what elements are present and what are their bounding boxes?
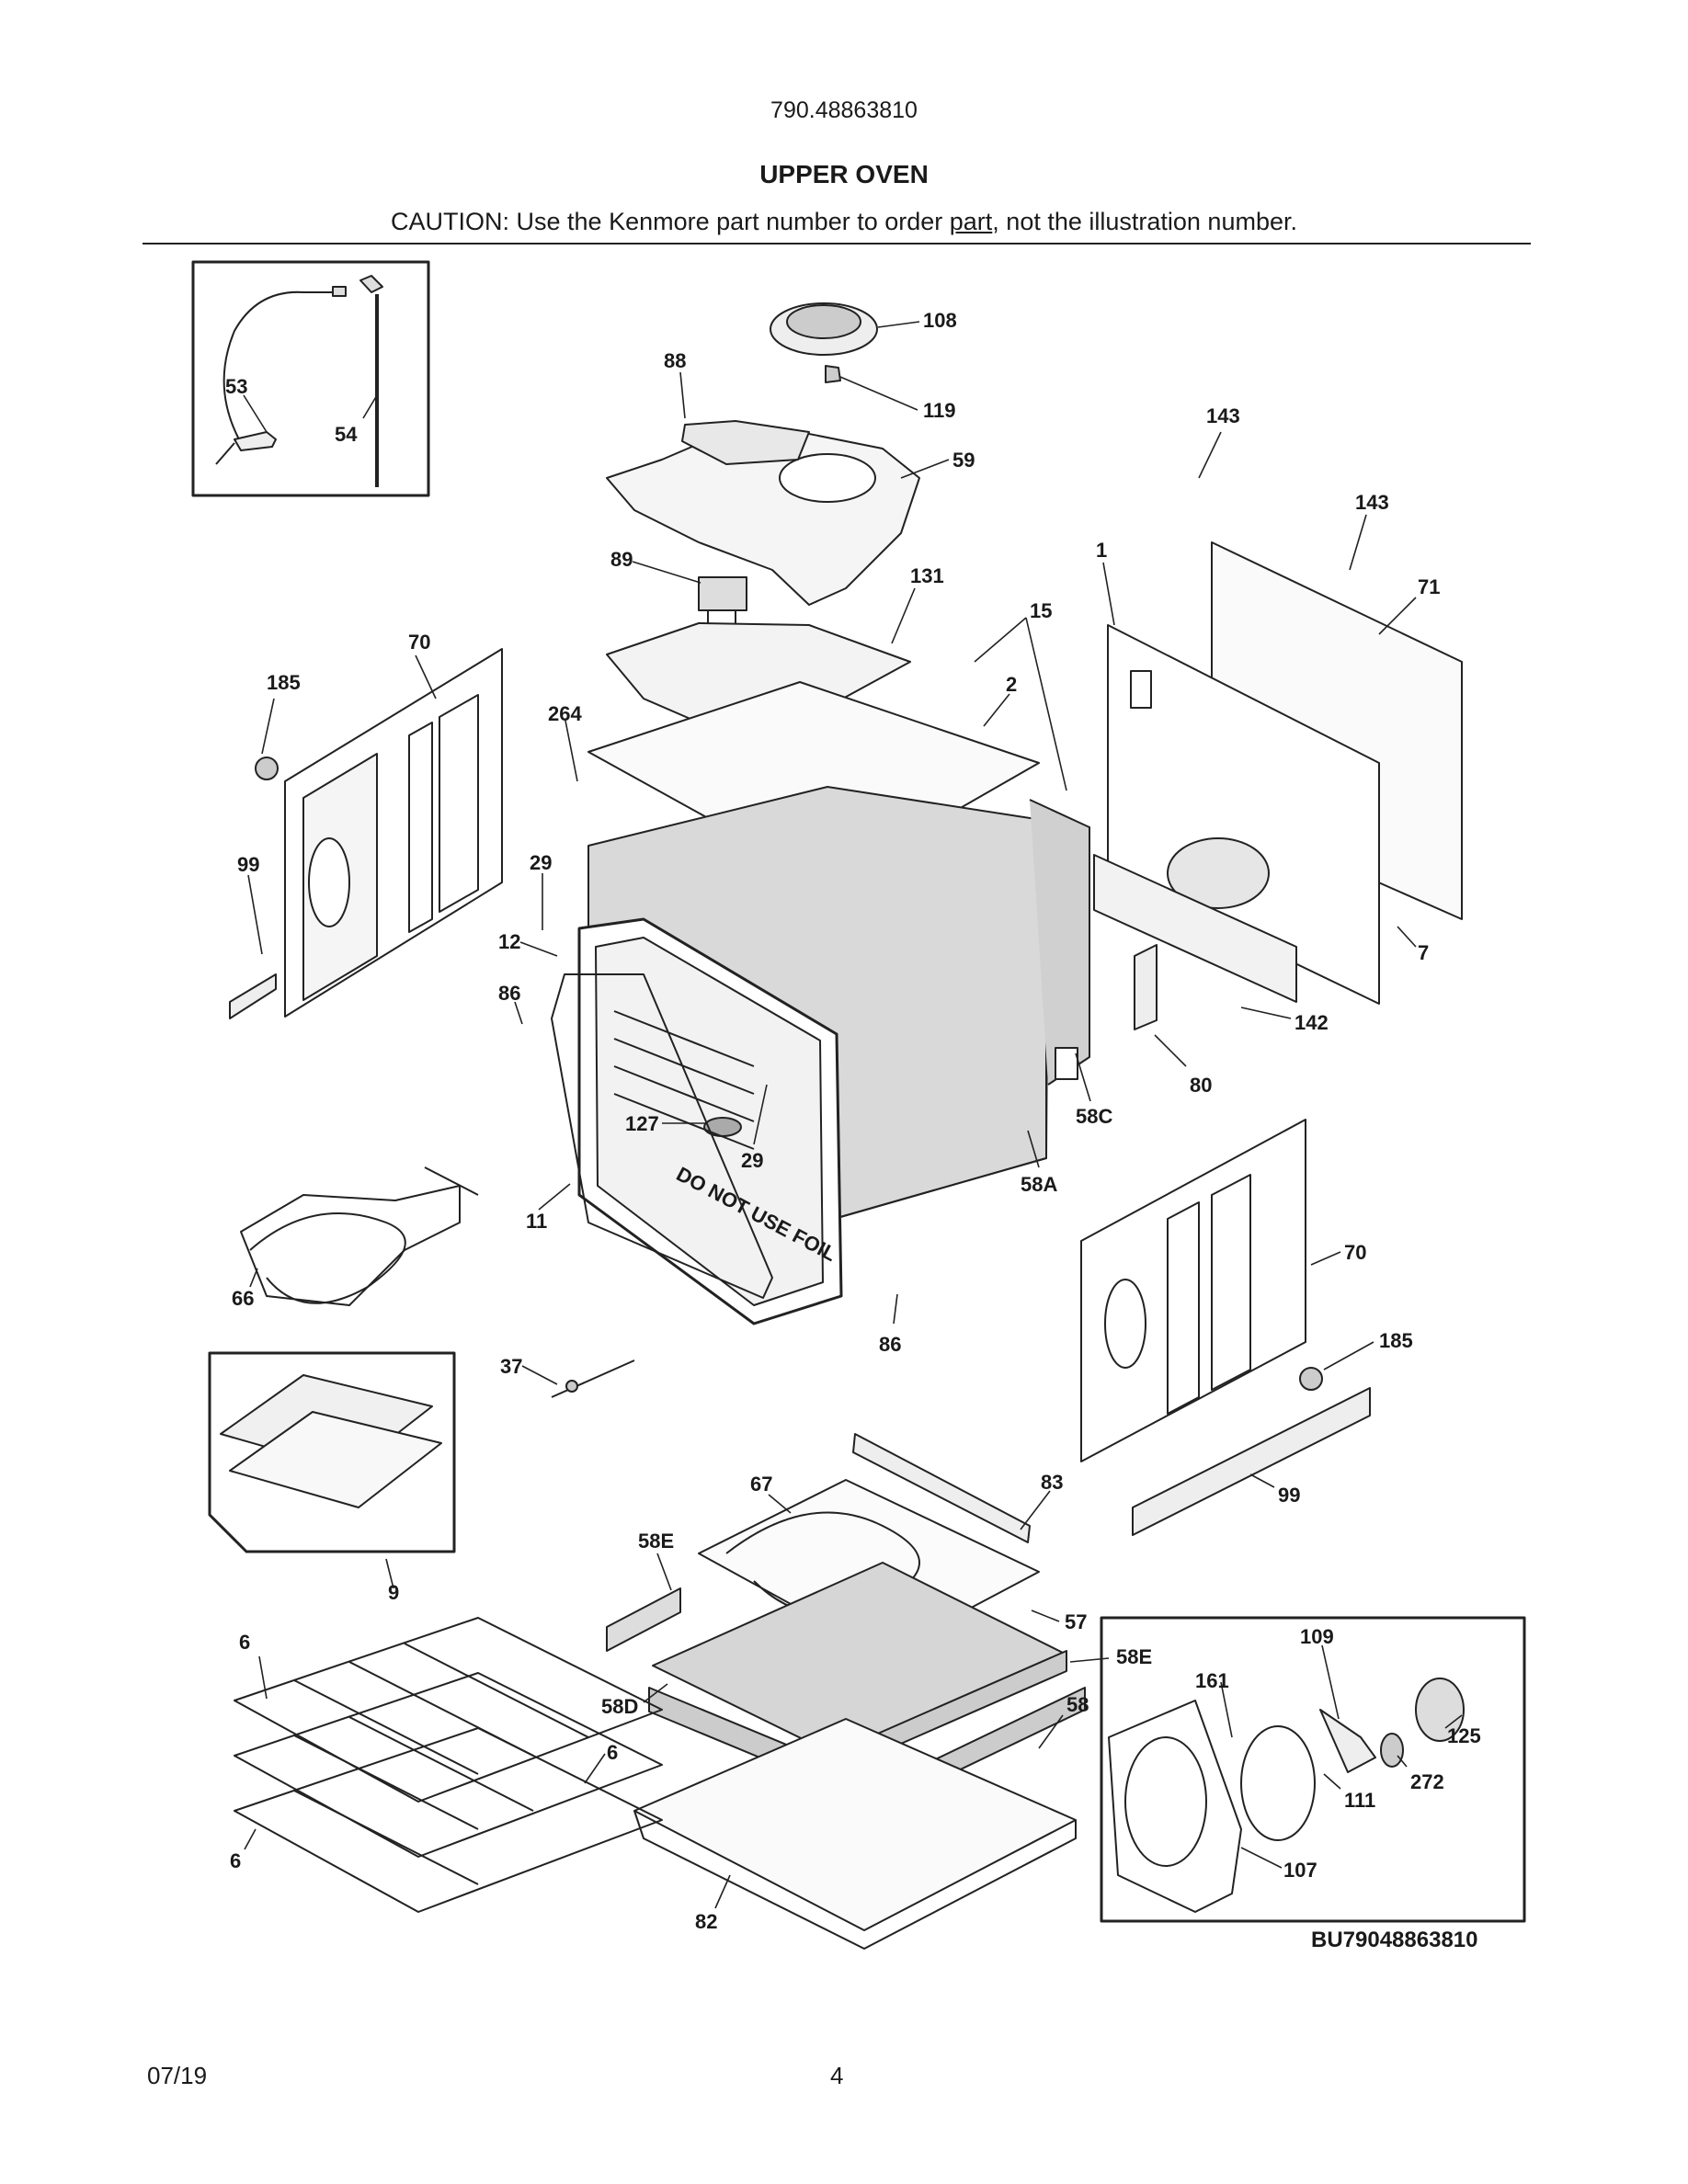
callout-59: 59 [952,449,975,472]
callout-119: 119 [923,399,956,422]
rear-panels [1093,541,1463,1005]
callout-127: 127 [625,1112,659,1135]
leader-lines [243,321,1463,1909]
callout-89: 89 [610,548,633,571]
callout-58a: 58A [1021,1173,1057,1196]
callout-82: 82 [695,1910,717,1933]
callout-185-right: 185 [1379,1329,1413,1352]
callout-15: 15 [1030,599,1052,622]
callout-83: 83 [1041,1471,1063,1494]
callout-9: 9 [388,1581,399,1604]
callout-107: 107 [1283,1859,1317,1882]
callout-29-top: 29 [530,851,552,874]
part-80 [1134,944,1158,1030]
callout-125: 125 [1447,1724,1481,1747]
broil-element-66 [240,1166,479,1306]
callout-80: 80 [1190,1074,1212,1097]
callout-1: 1 [1096,539,1107,562]
callout-143-a: 143 [1206,404,1240,427]
section-title: UPPER OVEN [759,160,929,188]
callout-37: 37 [500,1355,522,1378]
page-number: 4 [830,2062,844,2089]
broiler-pan-inset [208,1351,456,1553]
oven-racks [234,1617,663,1913]
oven-front-frame [551,917,843,1325]
part-37 [551,1359,635,1398]
caution-underlined: part [949,208,993,235]
callout-161: 161 [1195,1669,1229,1692]
model-number: 790.48863810 [770,97,918,123]
callout-6-top: 6 [239,1631,250,1654]
convection-top-assembly [606,302,920,606]
callout-86-bottom: 86 [879,1333,901,1356]
callout-29-bottom: 29 [741,1149,763,1172]
callout-2: 2 [1006,673,1017,696]
header-rule [143,243,1531,245]
callout-67: 67 [750,1473,772,1496]
diagram-code: BU79048863810 [1311,1928,1478,1952]
callout-53: 53 [225,375,247,398]
convection-fan-inset [1100,1616,1526,1923]
callout-57: 57 [1065,1610,1087,1633]
callout-6-bottom: 6 [230,1849,241,1872]
callout-71: 71 [1418,575,1440,598]
callout-108: 108 [923,309,957,332]
callout-70-left: 70 [408,631,430,654]
callout-131: 131 [910,564,944,587]
callout-58: 58 [1066,1693,1089,1716]
callout-264: 264 [548,702,582,725]
callout-58c: 58C [1076,1105,1112,1128]
callout-109: 109 [1300,1625,1334,1648]
probe-inset [191,260,430,497]
callout-58d: 58D [601,1695,638,1718]
callout-66: 66 [232,1287,254,1310]
caution-note: CAUTION: Use the Kenmore part number to … [0,208,1688,236]
footer-date: 07/19 [147,2062,208,2089]
side-panel-left [229,648,503,1019]
part-89 [698,576,747,634]
callout-99-right: 99 [1278,1484,1300,1507]
callout-185-left: 185 [267,671,301,694]
callout-86-left: 86 [498,982,520,1005]
callout-143-b: 143 [1355,491,1389,514]
caution-prefix: CAUTION: Use the Kenmore part number to … [391,208,950,235]
callout-11: 11 [526,1210,547,1233]
side-panel-right [1080,1119,1371,1536]
callout-111: 111 [1344,1789,1375,1812]
caution-suffix: , not the illustration number. [992,208,1297,235]
callout-7: 7 [1418,941,1429,964]
callout-142: 142 [1295,1011,1329,1034]
callout-54: 54 [335,423,358,446]
callout-70-right: 70 [1344,1241,1366,1264]
callout-6-middle: 6 [607,1741,618,1764]
callout-58e-right: 58E [1116,1645,1152,1668]
callout-88: 88 [664,349,686,372]
callout-58e-left: 58E [638,1530,674,1553]
bottom-panel-82 [633,1718,1077,1950]
callout-99-left: 99 [237,853,259,876]
callout-272: 272 [1410,1770,1444,1793]
callout-12: 12 [498,930,520,953]
